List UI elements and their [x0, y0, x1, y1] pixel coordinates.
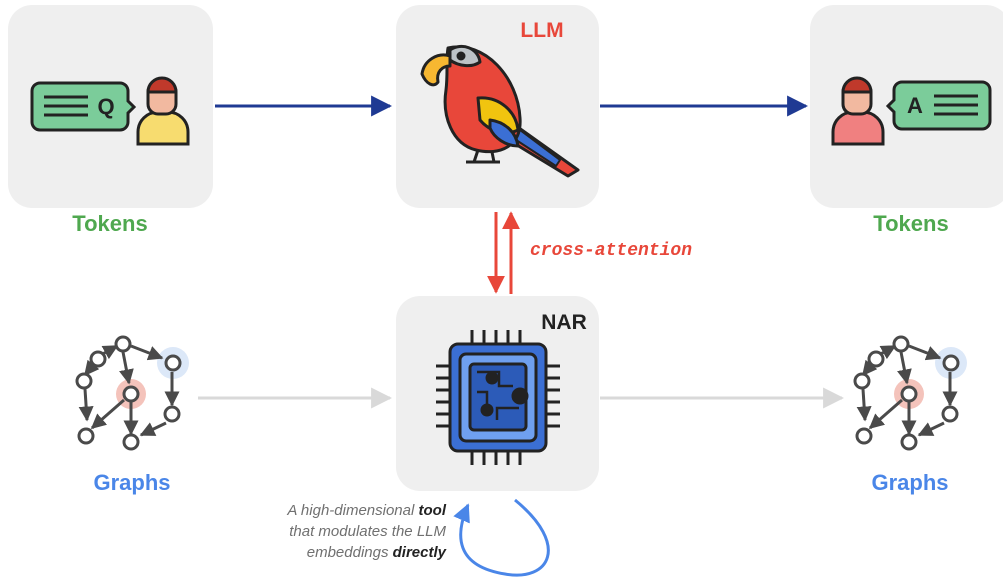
parrot-icon	[420, 45, 580, 178]
chip-pins	[436, 330, 560, 465]
annotation-directly-word: directly	[392, 544, 446, 561]
chip-icon	[436, 330, 560, 465]
output-graph-icon	[853, 335, 967, 451]
nar-annotation: A high-dimensional tool that modulates t…	[196, 500, 446, 563]
output-graphs-label: Graphs	[871, 470, 949, 495]
annotation-tool-word: tool	[418, 502, 447, 519]
output-tokens-label: Tokens	[873, 211, 949, 236]
answer-bubble-icon: A	[885, 80, 992, 131]
cross-attention-label: cross-attention	[530, 241, 693, 261]
svg-text:Q: Q	[97, 94, 114, 119]
svg-text:A: A	[907, 93, 923, 118]
annotation-line2-text: that modulates the LLM	[289, 523, 446, 540]
question-bubble-icon: Q	[30, 81, 137, 132]
nar-self-loop-arrow	[453, 498, 550, 577]
llm-label: LLM	[520, 19, 564, 42]
input-graphs-label: Graphs	[93, 470, 171, 495]
annotation-line1-text: A high-dimensional	[287, 502, 419, 519]
input-tokens-label: Tokens	[72, 211, 148, 236]
annotation-line3-text: embeddings	[306, 544, 393, 561]
nar-label: NAR	[541, 311, 587, 334]
input-graph-icon	[75, 335, 189, 451]
user-icon	[136, 76, 190, 146]
agent-icon	[831, 76, 885, 146]
